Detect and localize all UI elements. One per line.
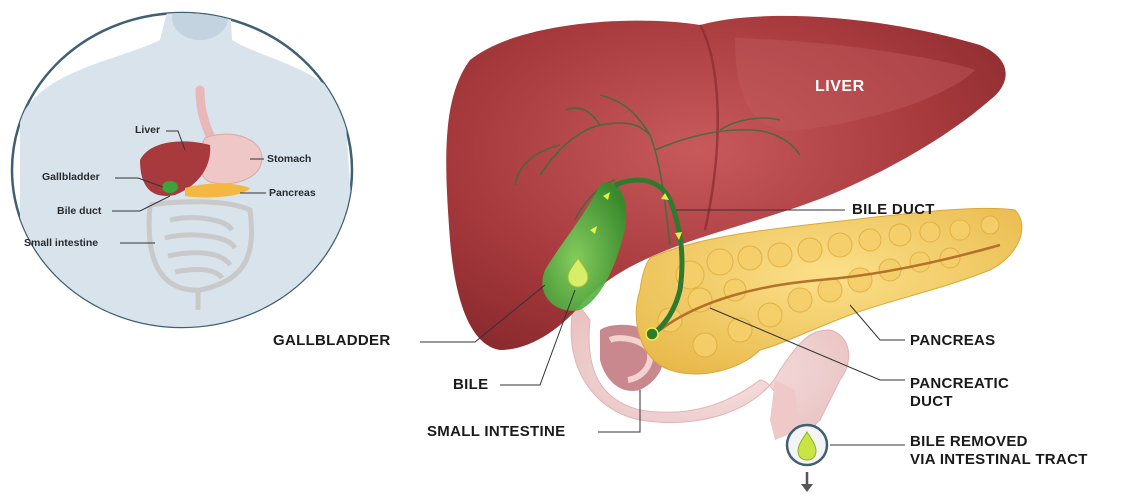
inset-label-stomach: Stomach xyxy=(267,153,311,165)
ampulla xyxy=(646,328,658,340)
label-bile-removed-line1: BILE REMOVED xyxy=(910,433,1028,450)
label-pancreas: PANCREAS xyxy=(910,332,995,349)
down-arrow-icon xyxy=(801,484,813,492)
label-pancreatic-duct-line2: DUCT xyxy=(910,393,953,410)
label-bile-removed-line2: VIA INTESTINAL TRACT xyxy=(910,451,1088,468)
inset-illustration xyxy=(12,0,360,330)
label-liver: LIVER xyxy=(815,78,865,96)
main-illustration xyxy=(420,16,1022,492)
label-bile-duct: BILE DUCT xyxy=(852,201,935,218)
label-bile: BILE xyxy=(453,376,488,393)
label-pancreatic-duct-line1: PANCREATIC xyxy=(910,375,1009,392)
label-gallbladder: GALLBLADDER xyxy=(273,332,390,349)
inset-label-gallbladder: Gallbladder xyxy=(42,171,100,183)
inset-label-bile-duct: Bile duct xyxy=(57,205,101,217)
inset-label-small-intestine: Small intestine xyxy=(24,237,98,249)
inset-label-pancreas: Pancreas xyxy=(269,187,316,199)
inset-label-liver: Liver xyxy=(135,124,160,136)
gallbladder-shape-inset xyxy=(162,181,178,193)
label-small-intestine: SMALL INTESTINE xyxy=(427,423,565,440)
